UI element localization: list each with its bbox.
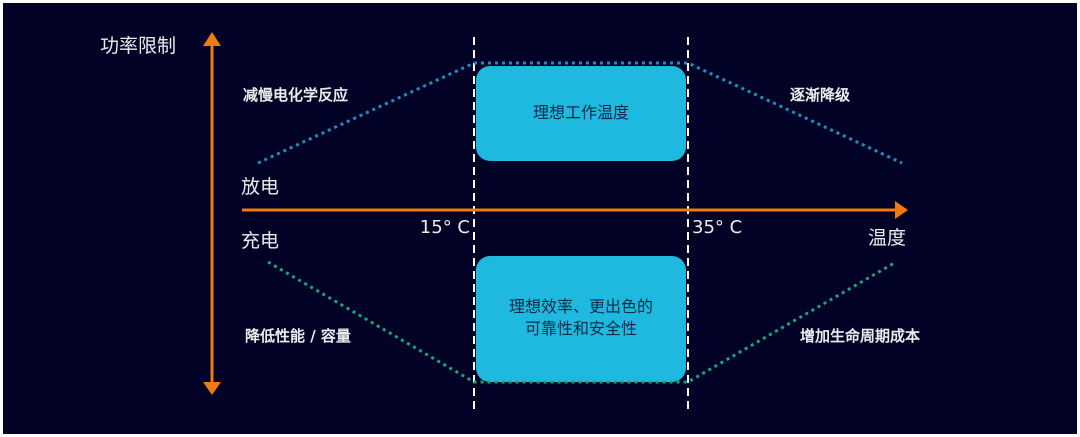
ideal-efficiency-box <box>476 256 686 382</box>
bottom-right-note: 增加生命周期成本 <box>800 327 920 345</box>
y-axis-label: 功率限制 <box>100 35 176 57</box>
discharge-label: 放电 <box>241 176 279 198</box>
top-left-note: 减慢电化学反应 <box>243 86 348 104</box>
charge-limit-line <box>267 260 897 384</box>
charge-label: 充电 <box>241 230 279 252</box>
bottom-left-note: 降低性能 / 容量 <box>245 327 351 345</box>
temp-low-label: 15° C <box>420 217 470 238</box>
bottom-box-text-line2: 可靠性和安全性 <box>525 319 637 338</box>
ideal-temp-box <box>476 66 686 161</box>
temp-high-label: 35° C <box>692 217 742 238</box>
bottom-box-text-line1: 理想效率、更出色的 <box>509 297 653 316</box>
x-axis-label: 温度 <box>868 227 906 249</box>
top-right-note: 逐渐降级 <box>790 86 851 104</box>
arrow-right-icon <box>895 201 908 219</box>
arrow-down-icon <box>203 382 221 395</box>
discharge-limit-line <box>257 61 903 165</box>
top-box-text: 理想工作温度 <box>533 103 629 122</box>
arrow-up-icon <box>203 32 221 46</box>
